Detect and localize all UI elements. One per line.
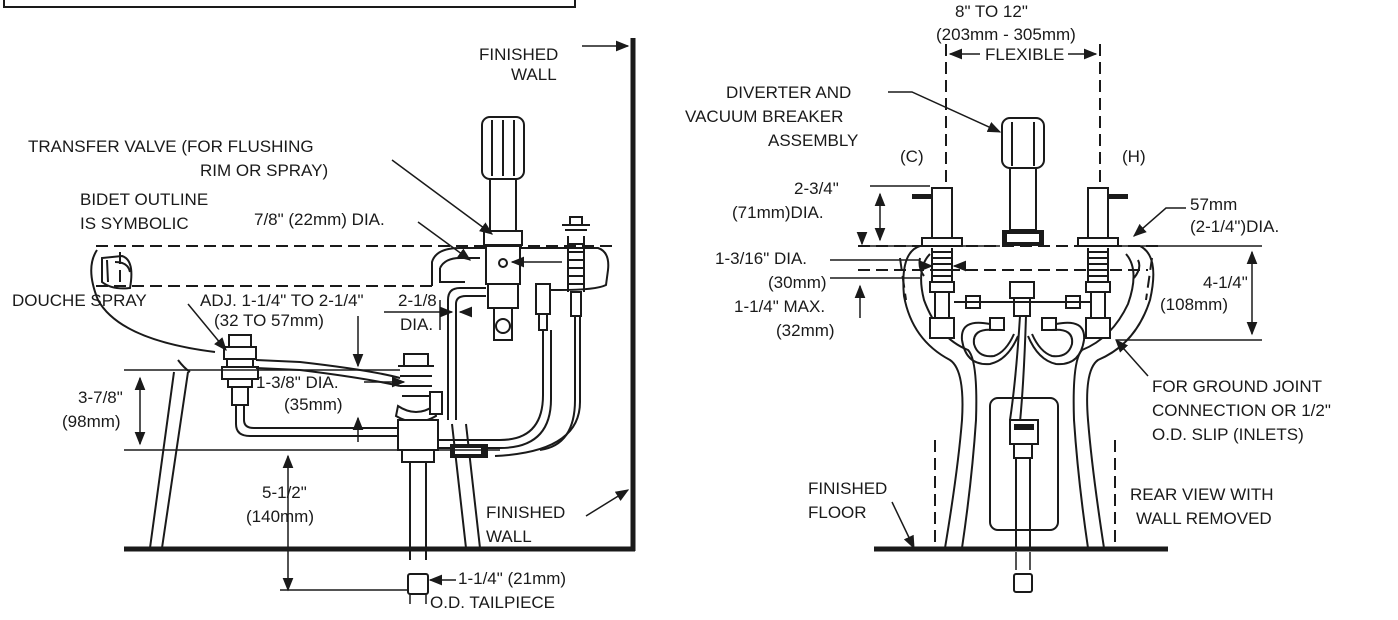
ground-joint-label-2: CONNECTION OR 1/2" (1152, 401, 1331, 420)
dia-2-1-8-label-2: DIA. (400, 315, 433, 334)
rear-view-label-1: REAR VIEW WITH (1130, 485, 1274, 504)
rear-supply-piping (954, 295, 1092, 593)
rear-view-label-2: WALL REMOVED (1136, 509, 1272, 528)
tailpiece-label-1: 1-1/4" (21mm) (458, 569, 566, 588)
finished-floor-label-2: FLOOR (808, 503, 867, 522)
labels-left: FINISHED WALL TRANSFER VALVE (FOR FLUSHI… (12, 45, 566, 612)
transfer-valve-label-2: RIM OR SPRAY) (200, 161, 328, 180)
transfer-valve-label-1: TRANSFER VALVE (FOR FLUSHING (28, 137, 314, 156)
rim-inlet-assembly (535, 216, 590, 331)
dim-3-7-8-label-1: 3-7/8" (78, 388, 123, 407)
tailpiece-label-2: O.D. TAILPIECE (430, 593, 555, 612)
dim-2-3-4-label-2: (71mm)DIA. (732, 203, 824, 222)
hot-valve (1077, 187, 1128, 339)
max-1-1-4-label-2: (32mm) (776, 321, 835, 340)
finished-wall-bottom-label-2: WALL (486, 527, 532, 546)
douche-spray-label: DOUCHE SPRAY (12, 291, 147, 310)
spacing-label-1: 8" TO 12" (955, 2, 1028, 21)
bidet-rim-outline (96, 245, 612, 287)
dim-5-1-2-label-1: 5-1/2" (262, 483, 307, 502)
side-view (90, 38, 636, 604)
pop-up-drain (394, 353, 488, 604)
transfer-valve (481, 116, 525, 341)
dim-3-7-8-label-2: (98mm) (62, 412, 121, 431)
diverter-vacuum-breaker (1001, 117, 1045, 317)
finished-floor-label-1: FINISHED (808, 479, 887, 498)
dia-1-3-16-label-2: (30mm) (768, 273, 827, 292)
dim-5-1-2-label-2: (140mm) (246, 507, 314, 526)
cold-label: (C) (900, 147, 924, 166)
dia-1-3-8-label-1: 1-3/8" DIA. (256, 373, 339, 392)
spacing-label-3: FLEXIBLE (985, 45, 1064, 64)
ground-joint-label-1: FOR GROUND JOINT (1152, 377, 1322, 396)
dia-2-1-8-label-1: 2-1/8 (398, 291, 437, 310)
hot-label: (H) (1122, 147, 1146, 166)
ground-joint-label-3: O.D. SLIP (INLETS) (1152, 425, 1304, 444)
bidet-outline-label-2: IS SYMBOLIC (80, 214, 189, 233)
finished-wall-bottom-label-1: FINISHED (486, 503, 565, 522)
diverter-label-2: VACUUM BREAKER (685, 107, 843, 126)
rear-view (830, 44, 1262, 593)
douche-spray (221, 334, 259, 406)
dia-1-3-16-label-1: 1-3/16" DIA. (715, 249, 807, 268)
bidet-legs-right (451, 423, 481, 549)
dia-57mm-label-1: 57mm (1190, 195, 1237, 214)
bidet-outline-label-1: BIDET OUTLINE (80, 190, 208, 209)
bidet-right-rim (431, 247, 610, 291)
spacing-label-2: (203mm - 305mm) (936, 25, 1076, 44)
dia-57mm-label-2: (2-1/4")DIA. (1190, 217, 1279, 236)
bidet-legs-left (149, 359, 191, 549)
max-1-1-4-label-1: 1-1/4" MAX. (734, 297, 825, 316)
diverter-label-1: DIVERTER AND (726, 83, 851, 102)
finished-wall-top-label-1: FINISHED (479, 45, 558, 64)
diverter-label-3: ASSEMBLY (768, 131, 858, 150)
adj-label-2: (32 TO 57mm) (214, 311, 324, 330)
bidet-bowl-outline (90, 249, 216, 353)
finished-wall-top-label-2: WALL (511, 65, 557, 84)
dim-4-1-4-label-2: (108mm) (1160, 295, 1228, 314)
adj-label-1: ADJ. 1-1/4" TO 2-1/4" (200, 291, 364, 310)
dim-2-3-4-label-1: 2-3/4" (794, 179, 839, 198)
dim-4-1-4-label-1: 4-1/4" (1203, 273, 1248, 292)
title-box-edge (3, 0, 576, 8)
dia-1-3-8-label-2: (35mm) (284, 395, 343, 414)
dia-7-8-label: 7/8" (22mm) DIA. (254, 210, 385, 229)
cold-valve (912, 187, 963, 339)
labels-right: 8" TO 12" (203mm - 305mm) FLEXIBLE DIVER… (685, 2, 1331, 528)
